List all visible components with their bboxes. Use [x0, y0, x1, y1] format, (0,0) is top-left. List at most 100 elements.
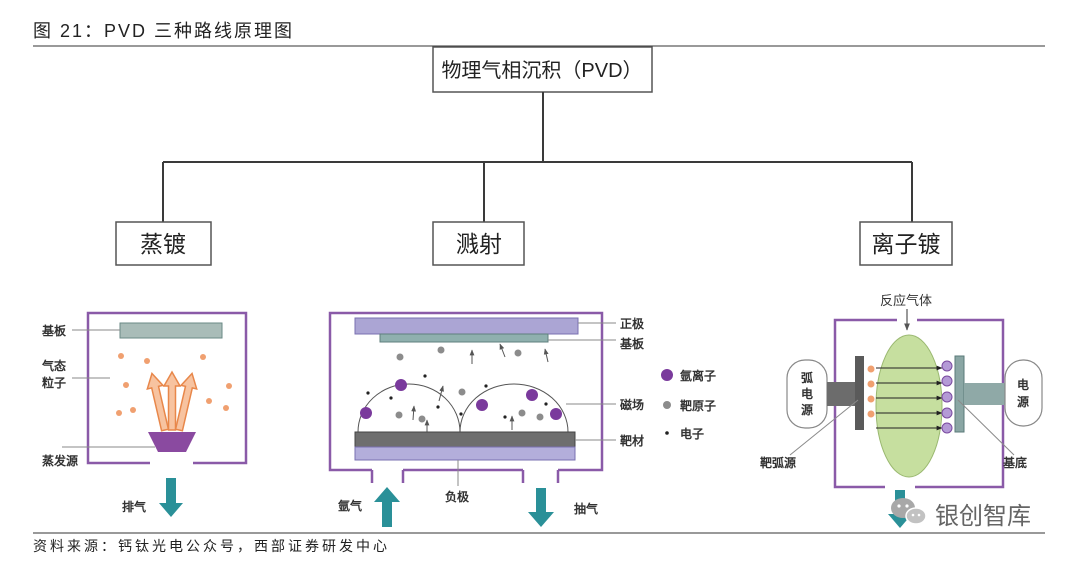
argon-ions — [360, 379, 562, 420]
label-argon-in: 氩气 — [337, 498, 362, 513]
electron — [459, 412, 463, 416]
deposited-ion — [941, 375, 953, 387]
label-magnetic-field: 磁场 — [619, 397, 644, 412]
target-atom — [437, 346, 445, 354]
label-anode: 正极 — [620, 316, 645, 331]
evaporated-particles — [116, 353, 232, 416]
electron — [423, 374, 427, 378]
electron — [389, 396, 393, 400]
legend-target-atom-label: 靶原子 — [680, 398, 716, 413]
label-arc-source: 靶弧源 — [760, 455, 796, 470]
evaporated-particle — [200, 354, 206, 360]
argon-ion — [476, 399, 488, 411]
legend-electron-dot — [665, 431, 669, 435]
target-atom — [514, 349, 522, 357]
label-exhaust: 排气 — [122, 499, 146, 514]
deposited-ion — [941, 360, 953, 372]
evaporation-chamber — [86, 311, 248, 465]
emitted-particle — [867, 380, 875, 388]
target-atom — [518, 409, 526, 417]
branch-box-sputtering — [432, 221, 525, 266]
electrons — [366, 374, 548, 419]
branch-label-evaporation: 蒸镀 — [140, 231, 186, 257]
leader-arc-source — [789, 399, 859, 456]
evaporation-source — [148, 432, 196, 452]
target-atoms — [395, 346, 544, 423]
watermark: 银创智库 — [891, 498, 1033, 532]
emitted-particle — [867, 365, 875, 373]
vapor-arrow — [162, 370, 182, 431]
branch-label-ion-plating: 离子镀 — [872, 231, 941, 257]
label-gas-particles-line1: 气态 — [41, 358, 66, 373]
legend-argon-ion-dot — [661, 369, 673, 381]
arc-power-label-3: 源 — [801, 402, 813, 417]
pump-outlet-arrow — [528, 488, 554, 527]
deposited-ion — [941, 407, 953, 419]
argon-inlet-arrow — [374, 487, 400, 527]
motion-arrow — [499, 343, 506, 358]
sputtering-schematic: 正极 基板 磁场 靶材 负极 氩气 抽气 氩离子 靶原子 电子 — [328, 311, 716, 527]
label-substrate-base: 基底 — [1002, 455, 1027, 470]
motion-arrow — [411, 405, 417, 421]
label-evaporation-source: 蒸发源 — [42, 453, 78, 468]
tree-diagram: 物理气相沉积（PVD） 蒸镀 溅射 离子镀 — [115, 46, 953, 266]
sputtering-chamber — [328, 311, 604, 483]
target-plate — [354, 431, 576, 448]
gas-flow-arrows — [374, 487, 554, 527]
vapor-arrow — [146, 372, 170, 432]
deposited-ion — [941, 391, 953, 403]
emitted-particles — [867, 365, 875, 418]
vapor-flow-arrows — [146, 370, 198, 432]
watermark-text: 银创智库 — [935, 503, 1031, 530]
vapor-arrow — [174, 372, 198, 432]
emitted-particle — [867, 395, 875, 403]
plasma-region — [875, 334, 943, 478]
target-atom — [458, 388, 466, 396]
cathode-plate — [354, 446, 576, 461]
substrate-plate — [954, 355, 965, 433]
label-cathode: 负极 — [445, 489, 470, 504]
deposited-ion — [941, 422, 953, 434]
evaporation-schematic: 基板 气态 粒子 蒸发源 排气 — [41, 311, 248, 517]
tree-connectors — [162, 92, 913, 222]
sputter-legend: 氩离子 靶原子 电子 — [661, 368, 716, 441]
label-target: 靶材 — [620, 433, 644, 448]
electron — [484, 384, 488, 388]
arc-connector — [827, 382, 855, 406]
evaporation-substrate — [119, 322, 223, 339]
label-reactive-gas: 反应气体 — [880, 293, 932, 308]
power-box — [1004, 359, 1043, 427]
argon-ion — [526, 389, 538, 401]
arc-power-label-1: 弧 — [801, 370, 813, 385]
electron — [544, 402, 548, 406]
evaporated-particle — [116, 410, 122, 416]
argon-ion — [550, 408, 562, 420]
evaporated-particle — [223, 405, 229, 411]
motion-arrow — [438, 385, 444, 402]
deposited-ions — [941, 360, 953, 434]
evaporated-particle — [226, 383, 232, 389]
target-atom — [418, 415, 426, 423]
root-label: 物理气相沉积（PVD） — [441, 59, 642, 82]
figure-title: 图 21：PVD 三种路线原理图 — [33, 21, 294, 41]
exhaust-arrow — [159, 478, 183, 517]
arc-power-label-2: 电 — [801, 386, 813, 401]
ion-plating-schematic: 反应气体 弧 电 源 电 源 — [760, 293, 1043, 528]
figure-source: 资料来源：钙钛光电公众号，西部证券研发中心 — [33, 538, 390, 554]
label-pump-out: 抽气 — [574, 501, 598, 516]
branch-box-ion-plating — [859, 221, 953, 266]
electron — [503, 415, 507, 419]
electron — [436, 405, 440, 409]
leader-substrate-base — [957, 399, 1015, 456]
power-label-1: 电 — [1017, 377, 1029, 392]
arc-target-plate — [855, 356, 864, 430]
power-label-2: 源 — [1017, 394, 1029, 409]
target-atom — [396, 353, 404, 361]
evaporated-particle — [130, 407, 136, 413]
wechat-icon — [891, 498, 927, 525]
branch-label-sputtering: 溅射 — [456, 231, 502, 257]
legend-target-atom-dot — [663, 401, 671, 409]
label-substrate: 基板 — [41, 323, 67, 338]
emitted-particle — [867, 410, 875, 418]
